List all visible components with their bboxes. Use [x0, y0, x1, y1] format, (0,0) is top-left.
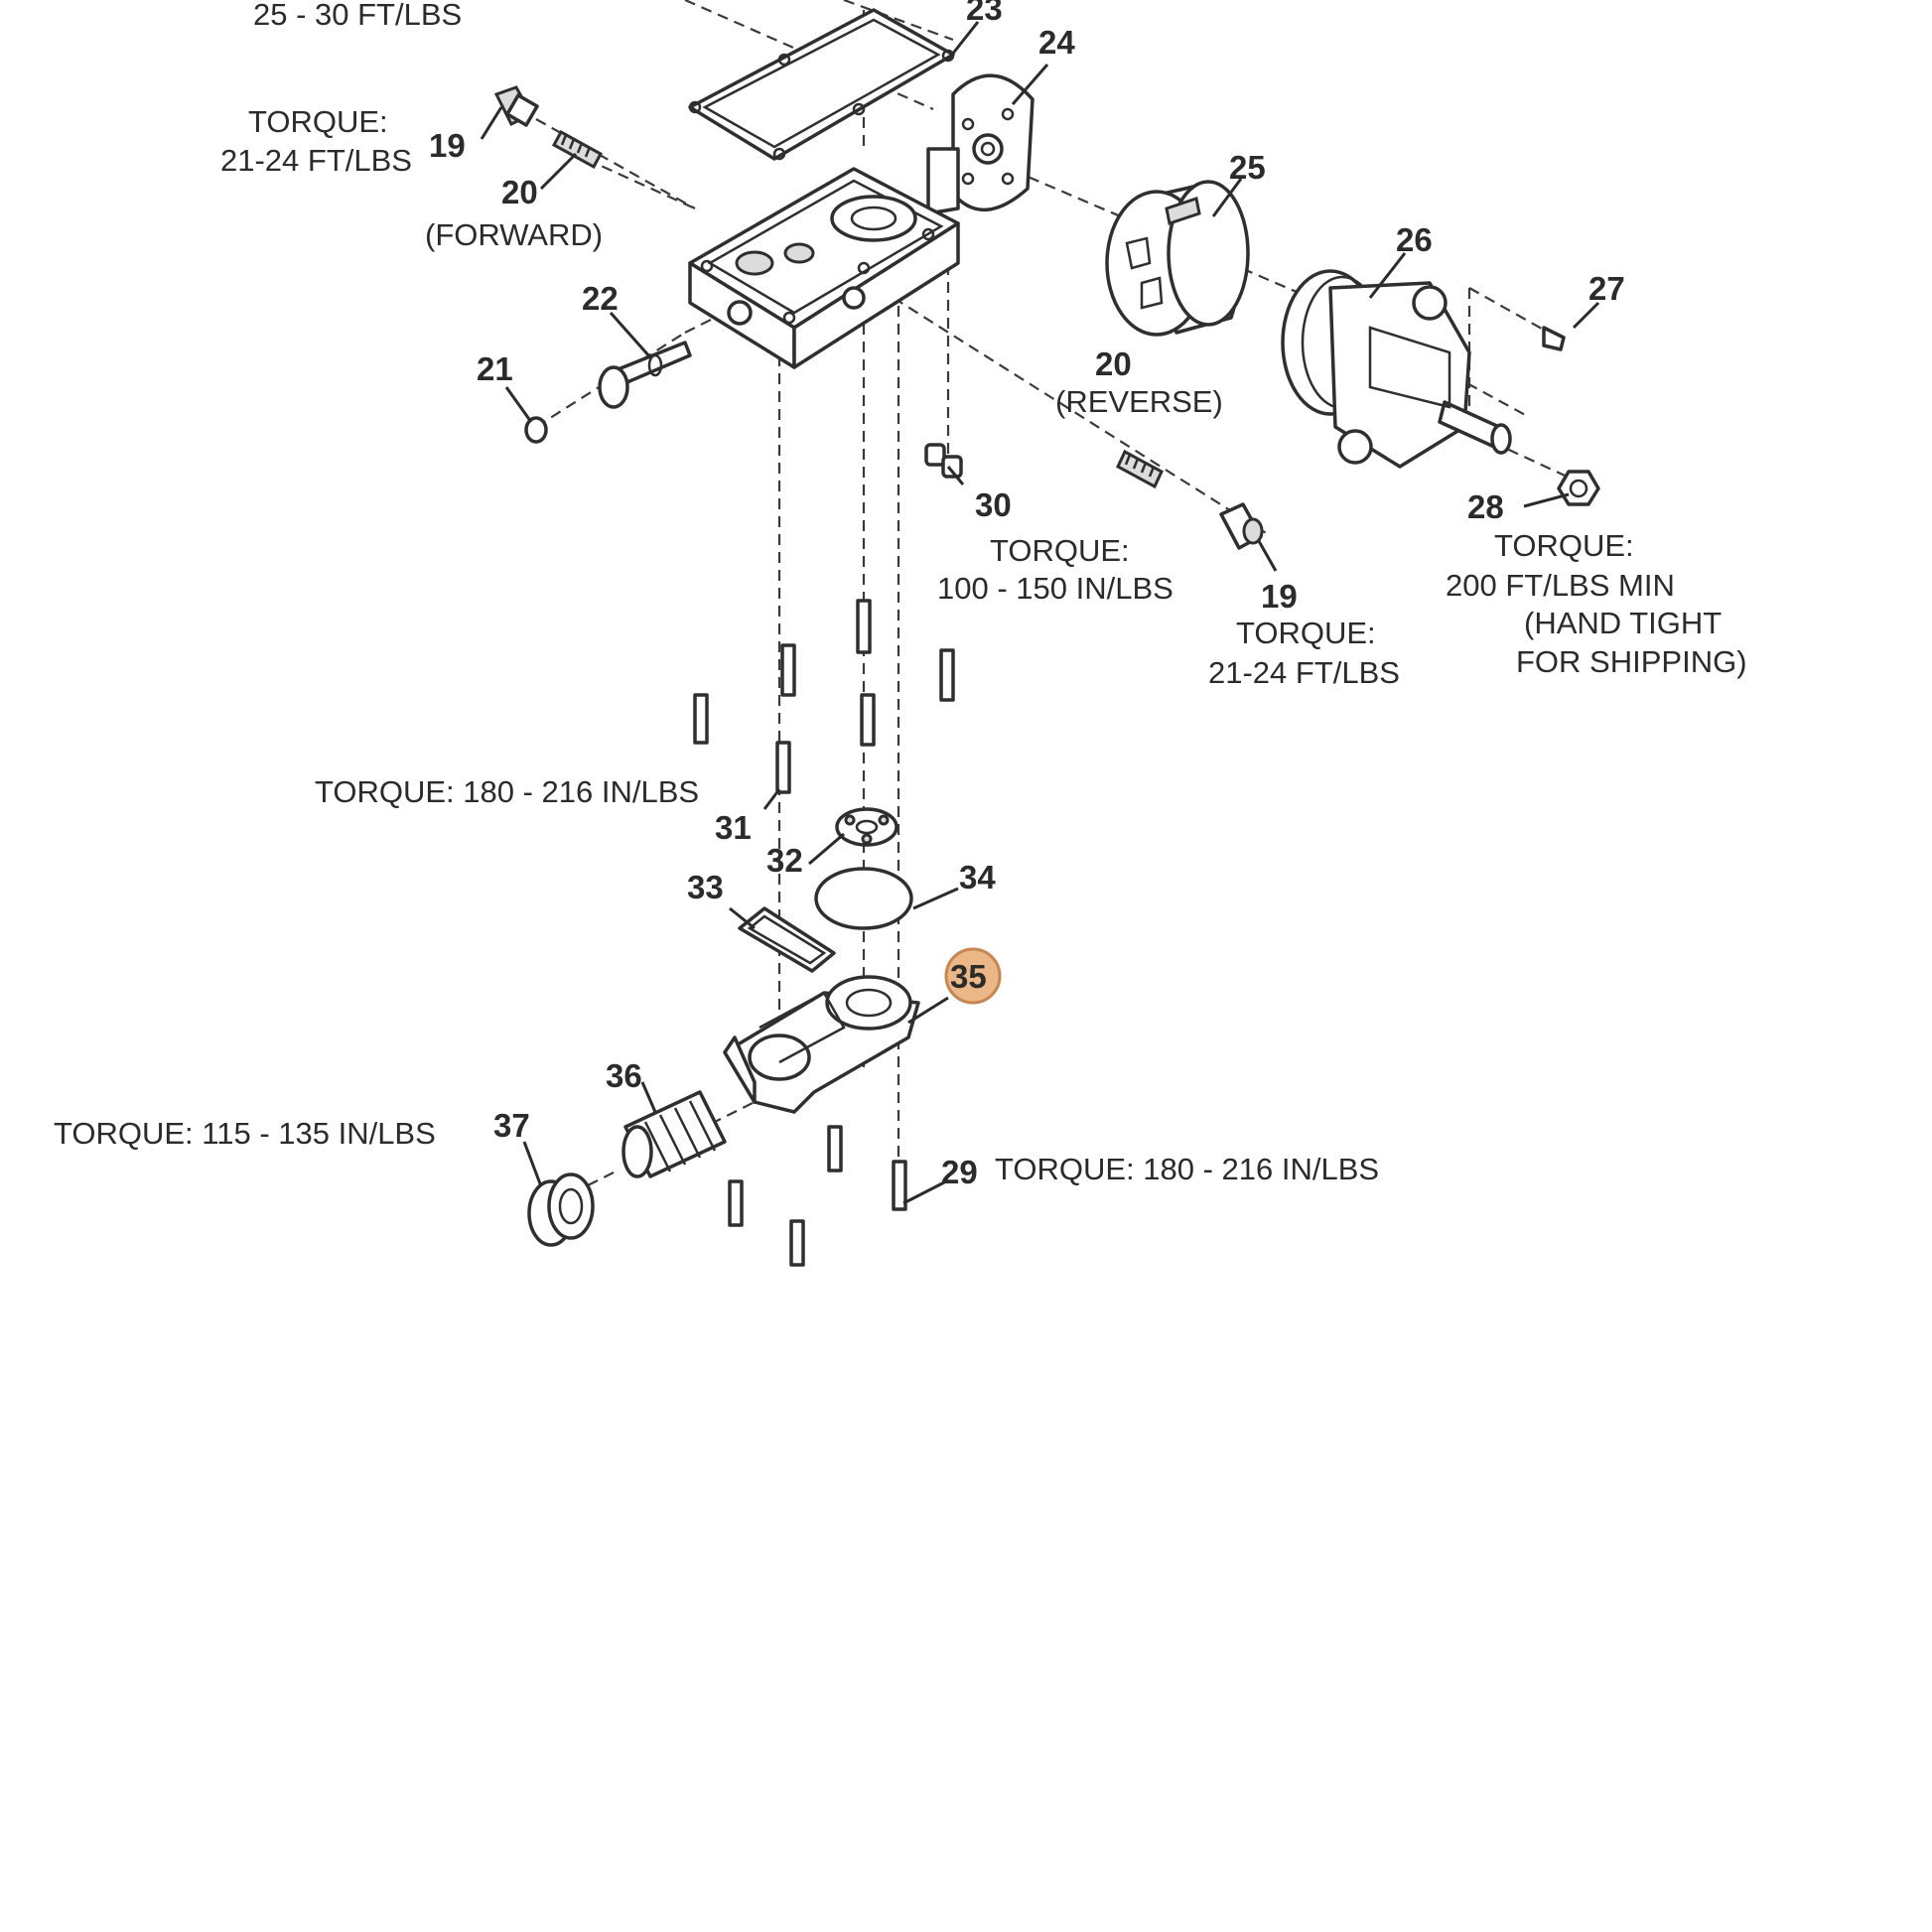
torque-31-label: TORQUE: 180 - 216 IN/LBS — [315, 774, 699, 809]
torque-28-line3: (HAND TIGHT — [1524, 606, 1722, 640]
oring-34 — [814, 867, 913, 930]
filter-36 — [621, 1090, 727, 1178]
torque-28-line2: 200 FT/LBS MIN — [1446, 568, 1675, 603]
plate-24 — [926, 73, 1035, 215]
callout-20b: 20 — [1095, 345, 1132, 382]
callout-27: 27 — [1588, 270, 1625, 307]
bolts-31 — [693, 599, 955, 794]
callout-35: 35 — [950, 958, 987, 995]
callout-24: 24 — [1038, 24, 1075, 61]
torque-37-label: TORQUE: 115 - 135 IN/LBS — [54, 1116, 436, 1151]
callout-34: 34 — [959, 859, 996, 896]
plug-19b — [1219, 502, 1264, 550]
callout-23: 23 — [966, 0, 1003, 27]
torque-30-line2: 100 - 150 IN/LBS — [937, 571, 1173, 606]
torque-28-line1: TORQUE: — [1494, 528, 1634, 563]
oring-21 — [524, 416, 548, 444]
callout-33: 33 — [687, 869, 724, 905]
callout-31: 31 — [715, 809, 752, 846]
callout-numbers: 19 20 21 22 23 24 25 26 27 28 20 30 19 3… — [429, 0, 1625, 1190]
callout-36: 36 — [606, 1057, 642, 1094]
forward-label: (FORWARD) — [425, 217, 603, 252]
callout-37: 37 — [493, 1107, 530, 1144]
callout-26: 26 — [1396, 221, 1433, 258]
valve-22 — [598, 341, 692, 409]
torque-19a-line1: TORQUE: — [248, 104, 388, 139]
callout-19b: 19 — [1261, 578, 1298, 615]
spring-20a — [551, 129, 604, 170]
callout-21: 21 — [477, 350, 513, 387]
torque-19a-line2: 21-24 FT/LBS — [220, 143, 412, 178]
callout-29: 29 — [941, 1154, 978, 1190]
cap-37 — [527, 1173, 595, 1247]
gasket-33 — [738, 906, 836, 973]
nut-28 — [1557, 470, 1600, 506]
callout-19a: 19 — [429, 127, 466, 164]
torque-28-line4: FOR SHIPPING) — [1516, 644, 1747, 679]
callout-30: 30 — [975, 486, 1012, 523]
head-35 — [723, 975, 920, 1114]
callout-22: 22 — [582, 280, 619, 317]
torque-19b-line2: 21-24 FT/LBS — [1208, 655, 1400, 690]
gasket-23 — [688, 8, 955, 161]
torque-29-label: TORQUE: 180 - 216 IN/LBS — [995, 1152, 1379, 1186]
bolts-29 — [728, 1125, 907, 1267]
torque-19b-line1: TORQUE: — [1236, 616, 1376, 650]
callout-25: 25 — [1229, 149, 1266, 186]
callout-28: 28 — [1467, 488, 1504, 525]
spring-20b — [1116, 449, 1164, 489]
key-27 — [1542, 326, 1566, 351]
manifold-body — [688, 167, 960, 369]
torque-labels: 25 - 30 FT/LBS TORQUE: 21-24 FT/LBS (FOR… — [54, 0, 1747, 1186]
leader-lines — [480, 21, 1600, 1205]
plug-19a — [493, 85, 539, 127]
housing-26 — [1281, 269, 1512, 469]
callout-20a: 20 — [501, 174, 538, 210]
plate-32 — [835, 807, 898, 847]
callout-32: 32 — [766, 842, 803, 879]
coupling-25 — [1105, 180, 1250, 337]
top-torque-value: 25 - 30 FT/LBS — [253, 0, 462, 32]
plugs-30 — [924, 443, 963, 479]
highlight-callout-35 — [944, 947, 1002, 1005]
reverse-label: (REVERSE) — [1055, 384, 1223, 419]
torque-30-line1: TORQUE: — [990, 533, 1130, 568]
